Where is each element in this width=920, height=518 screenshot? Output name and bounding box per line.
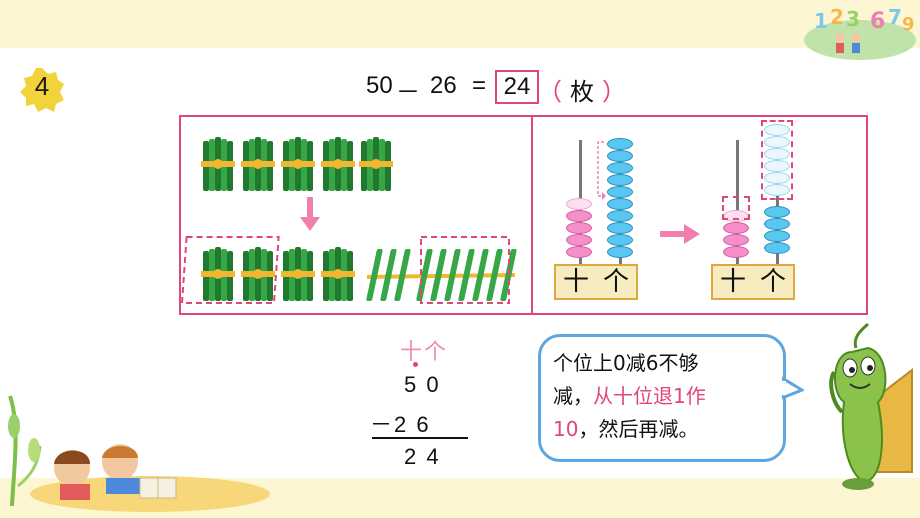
svg-text:7: 7 [888, 5, 902, 29]
bubble-line-3: 10，然后再减。 [553, 413, 771, 446]
bead [723, 234, 749, 246]
bead [607, 174, 633, 186]
bundle [359, 137, 393, 191]
bead [764, 206, 790, 218]
down-arrow [300, 197, 320, 231]
ones-label: 个 [759, 267, 786, 297]
svg-text:3: 3 [846, 7, 860, 31]
eq-left: 50 [366, 72, 393, 99]
answer-box: 24 [495, 70, 539, 104]
tens-dashed-box [722, 196, 750, 220]
svg-text:9: 9 [902, 14, 915, 35]
bundle [281, 247, 315, 301]
ones-dashed-box [761, 120, 793, 200]
dashed-group-left [181, 236, 280, 304]
bundle [241, 247, 275, 301]
explanation-bubble: 个位上0减6不够 减，从十位退1作 10，然后再减。 [538, 334, 786, 462]
paren-open: （ [538, 79, 562, 106]
bubble-line-2: 减，从十位退1作 [553, 380, 771, 413]
bead [566, 210, 592, 222]
bead [764, 230, 790, 242]
equation: 50 － 26 = 24 （ 枚 ） [0, 70, 920, 106]
bead [607, 210, 633, 222]
bead [723, 246, 749, 258]
bead [566, 234, 592, 246]
bubble-text-highlight: 从十位退1作 [593, 384, 706, 408]
minuend-row: 5 0 [404, 372, 441, 397]
bubble-line-1: 个位上0减6不够 [553, 351, 699, 375]
problem-number: 4 [34, 71, 50, 101]
bubble-text-plain: 减， [553, 384, 593, 408]
tens-rod-after [736, 140, 739, 266]
bead [607, 138, 633, 150]
bead [607, 198, 633, 210]
bundle [281, 137, 315, 191]
bead [607, 162, 633, 174]
paren-close: ） [602, 79, 626, 106]
bead [607, 246, 633, 258]
eq-right: 26 [430, 72, 457, 99]
top-band [0, 0, 920, 48]
right-arrow-icon [660, 224, 700, 244]
bead [566, 246, 592, 258]
transfer-bracket-icon [597, 141, 606, 200]
loose-sticks [365, 249, 517, 301]
bead [607, 150, 633, 162]
eq-minus: － [396, 79, 420, 106]
bundle [321, 137, 355, 191]
bundle [201, 137, 235, 191]
dashed-group-right [420, 236, 510, 304]
bead [764, 184, 790, 196]
numbers-decoration: 1 2 3 6 7 9 [804, 5, 916, 60]
bead [764, 242, 790, 254]
abacus-base-after: 十个 [711, 264, 795, 300]
svg-text:2: 2 [830, 5, 844, 29]
ones-rod-after [776, 140, 779, 266]
top-bundles [201, 137, 393, 191]
children-reading-illustration [8, 395, 270, 512]
subtrahend-row: －2 6 [370, 412, 431, 437]
unit: 枚 [570, 79, 594, 106]
borrow-dot [413, 362, 418, 367]
result-line [372, 437, 468, 439]
svg-text:1: 1 [814, 9, 828, 33]
svg-text:6: 6 [870, 9, 885, 34]
bubble-text-plain: ，然后再减。 [578, 417, 699, 441]
problem-number-badge [20, 68, 64, 112]
bead [607, 186, 633, 198]
bundle [321, 247, 355, 301]
bead [566, 198, 592, 210]
result-row: 2 4 [404, 444, 441, 469]
abacus-base-before: 十个 [554, 264, 638, 300]
sticks-panel [179, 115, 533, 315]
bean-character-illustration [829, 322, 913, 490]
place-value-header: 十个 [400, 340, 449, 365]
eq-equals: = [472, 72, 487, 99]
bead [764, 218, 790, 230]
bundle [201, 247, 235, 301]
tens-label: 十 [562, 267, 589, 297]
bubble-tail [782, 376, 804, 400]
tens-label: 十 [719, 267, 746, 297]
bubble-text-highlight: 10 [553, 417, 579, 441]
bundle [241, 137, 275, 191]
ones-label: 个 [602, 267, 629, 297]
bead [607, 222, 633, 234]
bead [607, 234, 633, 246]
bead [566, 222, 592, 234]
sticks-illustration [181, 137, 517, 304]
bead [723, 222, 749, 234]
